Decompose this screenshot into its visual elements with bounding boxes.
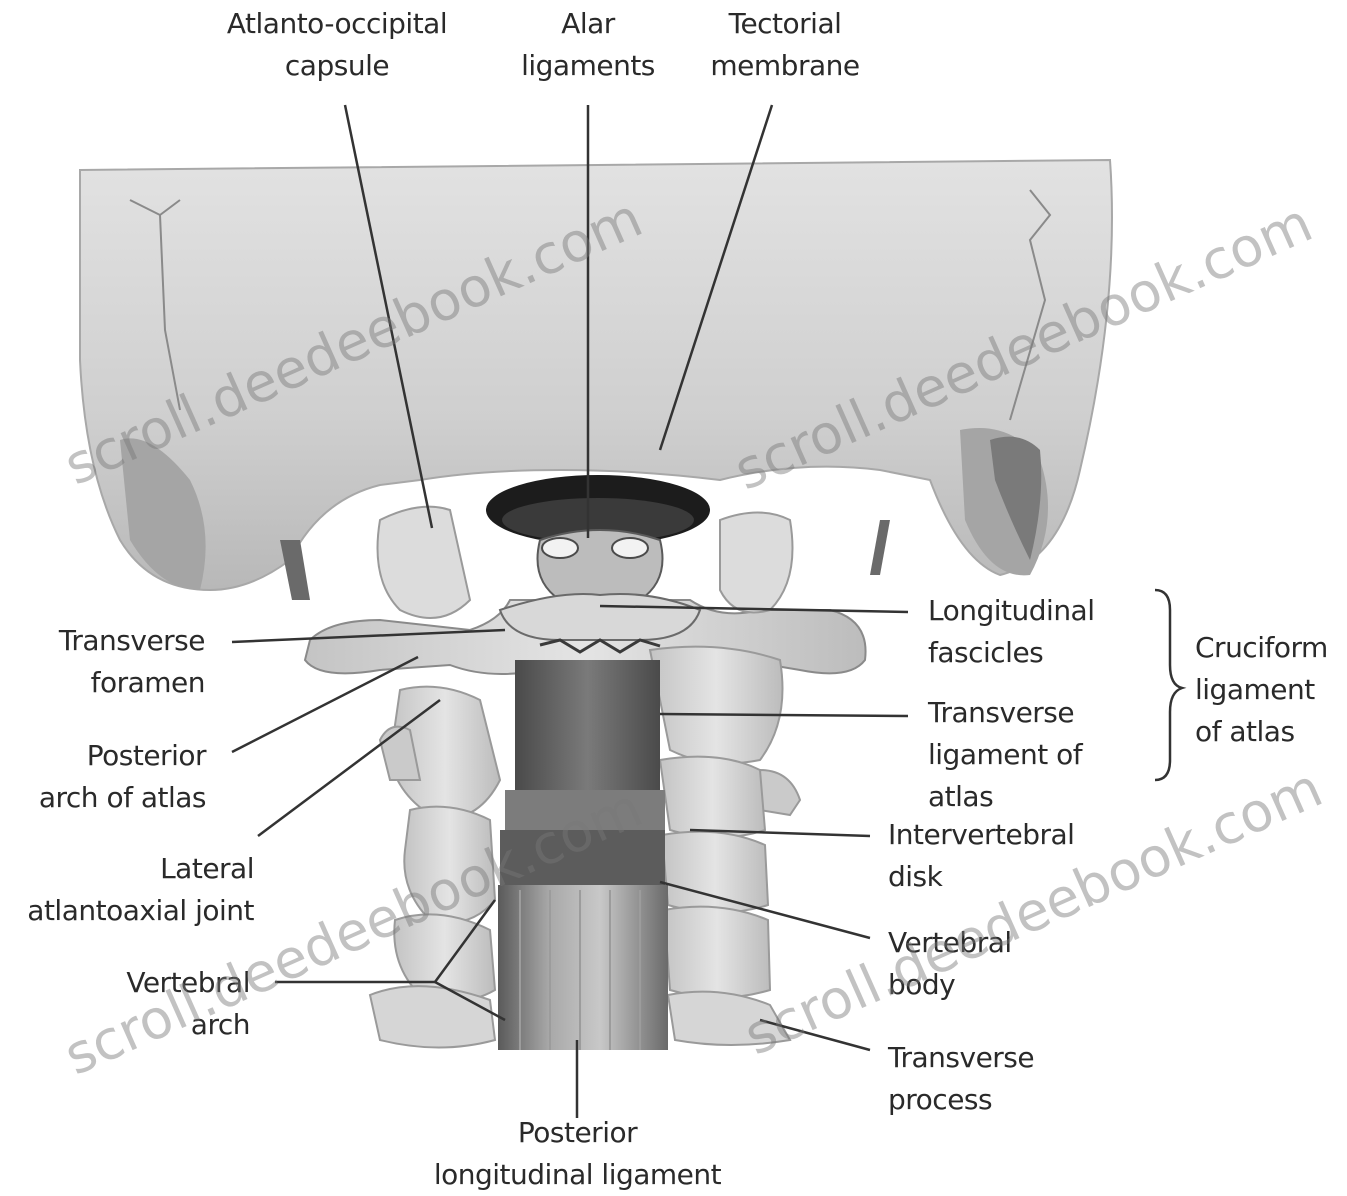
label-line: capsule	[212, 45, 462, 87]
label-lateral-atlantoaxial-joint: Lateral atlantoaxial joint	[6, 848, 254, 932]
label-line: Cruciform	[1195, 627, 1345, 669]
label-posterior-longitudinal-ligament: Posterior longitudinal ligament	[400, 1112, 755, 1196]
label-longitudinal-fascicles: Longitudinal fascicles	[928, 590, 1128, 674]
label-transverse-process: Transverse process	[888, 1037, 1068, 1121]
label-line: Atlanto-occipital	[212, 3, 462, 45]
label-line: longitudinal ligament	[400, 1154, 755, 1196]
label-line: of atlas	[1195, 711, 1345, 753]
label-line: membrane	[700, 45, 870, 87]
label-line: ligament of	[928, 734, 1108, 776]
label-line: ligament	[1195, 669, 1345, 711]
label-line: Longitudinal	[928, 590, 1128, 632]
cruciform-brace	[1155, 590, 1182, 780]
label-line: arch of atlas	[10, 777, 206, 819]
label-line: Lateral	[6, 848, 254, 890]
label-line: Posterior	[10, 735, 206, 777]
label-line: Transverse	[928, 692, 1108, 734]
label-line: process	[888, 1079, 1068, 1121]
label-line: fascicles	[928, 632, 1128, 674]
label-line: Tectorial	[700, 3, 870, 45]
label-transverse-ligament-of-atlas: Transverse ligament of atlas	[928, 692, 1108, 818]
label-line: Posterior	[400, 1112, 755, 1154]
label-cruciform-ligament-of-atlas: Cruciform ligament of atlas	[1195, 627, 1345, 753]
label-atlanto-occipital-capsule: Atlanto-occipital capsule	[212, 3, 462, 87]
cruciform-ligament	[500, 530, 700, 652]
label-posterior-arch-of-atlas: Posterior arch of atlas	[10, 735, 206, 819]
label-tectorial-membrane: Tectorial membrane	[700, 3, 870, 87]
label-line: Transverse	[888, 1037, 1068, 1079]
label-transverse-foramen: Transverse foramen	[20, 620, 205, 704]
label-line: ligaments	[508, 45, 668, 87]
label-line: foramen	[20, 662, 205, 704]
label-line: Transverse	[20, 620, 205, 662]
label-line: atlantoaxial joint	[6, 890, 254, 932]
label-alar-ligaments: Alar ligaments	[508, 3, 668, 87]
label-line: Alar	[508, 3, 668, 45]
label-line: atlas	[928, 776, 1108, 818]
label-line: Intervertebral	[888, 814, 1108, 856]
